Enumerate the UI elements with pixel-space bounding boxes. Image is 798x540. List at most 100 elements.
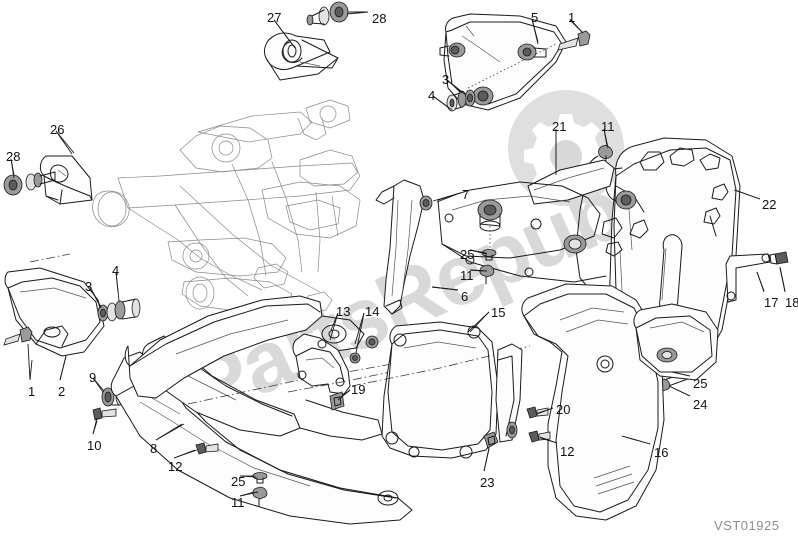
callout-number-7: 7 [462,187,469,202]
callout-number-10: 10 [87,438,101,453]
part-11-rivet-bottom [239,486,268,507]
callout-number-3: 3 [442,72,449,87]
callout-leader-25 [239,475,257,478]
callout-leader-19 [337,389,351,401]
callout-number-28: 28 [372,11,386,26]
part-28-bushing-top [306,1,368,26]
callout-leader-10 [92,417,98,435]
callout-leader-27 [273,19,296,49]
callout-leader-15 [467,311,490,333]
part-3-4-bushing-spacer-top [446,89,476,112]
callout-number-1: 1 [568,10,575,25]
callout-number-8: 8 [150,441,157,456]
part-15-frame-bracket [351,311,531,459]
part-18-cap [769,251,789,292]
callout-number-4: 4 [112,263,119,278]
callout-number-22: 22 [762,197,776,212]
callout-leader-18 [779,267,786,293]
callout-number-27: 27 [267,10,281,25]
callout-number-11: 11 [460,268,474,283]
callout-number-16: 16 [654,445,668,460]
callout-number-25: 25 [460,247,474,262]
callout-leader-2 [59,355,67,381]
callout-leader-6 [431,286,459,291]
part-27-bracket [263,32,339,81]
callout-leader-22 [734,189,761,200]
callout-leader-16 [621,435,651,445]
callout-number-4: 4 [428,88,435,103]
callout-number-11: 11 [601,119,615,134]
callout-leader-8 [155,423,183,441]
callout-number-6: 6 [461,289,468,304]
callout-leader-5 [531,18,539,43]
part-23-clip [483,431,499,472]
callout-number-13: 13 [336,304,350,319]
callout-leader-24 [668,385,691,397]
callout-number-25: 25 [231,474,245,489]
part-26-left-bracket [39,155,93,205]
callout-leader-17 [756,271,765,293]
callout-leader-25 [469,249,488,255]
callout-leader-25 [671,371,691,377]
callout-leader-7 [436,192,461,203]
callout-number-23: 23 [480,475,494,490]
callout-number-17: 17 [764,295,778,310]
callout-leader-11 [603,128,609,149]
part-12-bolt-right [528,430,558,444]
callout-leader-3 [89,286,102,309]
part-28-bushing-left [3,158,56,196]
callout-number-12: 12 [168,459,182,474]
callout-number-15: 15 [491,305,505,320]
center-plate-assembly [437,181,607,283]
right-tail-panel [633,303,719,381]
callout-leader-12 [539,437,558,444]
part-1-bolt-left [3,326,33,381]
callout-leader-9 [92,377,104,393]
callout-leader-11 [469,269,488,272]
part-1-bolt-top-right [557,19,591,51]
callout-number-18: 18 [785,295,798,310]
callout-leader-28 [10,158,15,179]
callout-leader-28 [346,11,369,15]
left-vertical-bracket [495,343,523,443]
callout-leader-4 [432,95,453,111]
callout-leader-20 [536,407,554,415]
part-8-upper-wing [124,295,365,399]
motorcycle-frame-assembly [92,99,361,313]
callout-leader-26 [55,130,75,154]
callout-number-9: 9 [89,370,96,385]
callout-leader-3 [446,79,467,96]
part-21-insert [527,159,615,205]
callout-number-1: 1 [28,384,35,399]
callout-leader-14 [354,312,365,345]
part-3-4-bushing-spacer-left [89,271,141,322]
part-16-right-fairing [521,283,665,521]
callout-leader-12 [173,449,196,459]
callout-leader-11 [239,491,259,497]
part-13-bracket [287,312,401,395]
part-14-bushings [349,312,379,364]
part-10-bolt [92,407,117,435]
callout-number-2: 2 [58,384,65,399]
callout-leader-1 [29,359,33,381]
callout-leader-4 [115,271,119,293]
callout-number-26: 26 [50,122,64,137]
callout-number-19: 19 [351,382,365,397]
callout-number-11: 11 [231,495,245,510]
callout-leader-1 [569,18,584,34]
part-5-cover-panel [439,13,567,111]
callout-number-21: 21 [552,119,566,134]
callout-leader-13 [330,312,339,331]
part-number-text: VST01925 [714,518,779,533]
part-7-bracket [375,179,461,315]
callout-number-5: 5 [531,10,538,25]
callout-number-14: 14 [365,304,379,319]
callout-leader-23 [483,447,490,472]
callout-number-24: 24 [693,397,707,412]
callout-number-3: 3 [85,279,92,294]
callout-number-28: 28 [6,149,20,164]
callout-number-20: 20 [556,402,570,417]
